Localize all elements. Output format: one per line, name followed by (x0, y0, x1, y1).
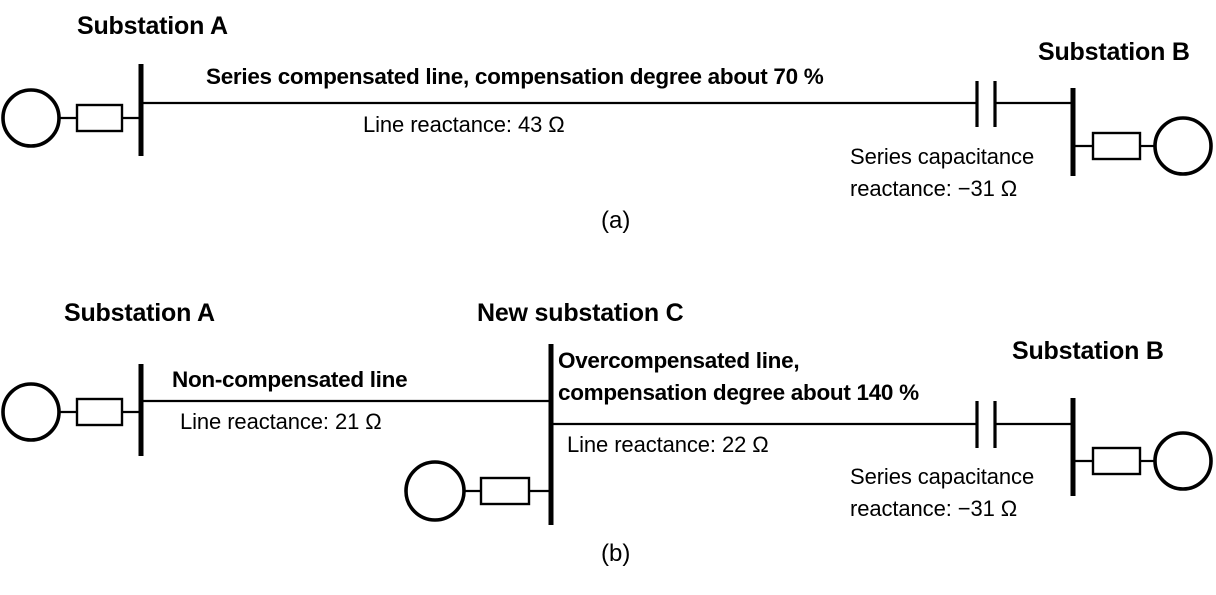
panel-b-left-line-title: Non-compensated line (172, 367, 408, 392)
panel-a-line-title: Series compensated line, compensation de… (206, 64, 824, 89)
panel-a-generator-left-icon (1, 88, 61, 148)
panel-a-substation-b-label: Substation B (1038, 38, 1190, 66)
panel-a-graphics (1, 64, 1213, 176)
panel-a-capacitance-note-line2: reactance: −31 Ω (850, 176, 1018, 201)
panel-b-transformer-middle-icon (479, 476, 531, 506)
panel-b-substation-a-label: Substation A (64, 299, 215, 327)
panel-b-transformer-right-icon (1091, 446, 1142, 476)
panel-b-caption: (b) (601, 540, 631, 567)
panel-b-transformer-left-icon (75, 397, 124, 427)
panel-b-capacitance-note-line1: Series capacitance (850, 464, 1035, 489)
panel-b-capacitance-note-line2: reactance: −31 Ω (850, 496, 1018, 521)
panel-a-line-reactance-label: Line reactance: 43 Ω (363, 112, 565, 137)
panel-b-generator-left-icon (1, 382, 61, 442)
panel-a-capacitance-note-line1: Series capacitance (850, 144, 1035, 169)
panel-b-new-substation-c-label: New substation C (477, 299, 684, 327)
panel-a-generator-right-icon (1153, 116, 1213, 176)
panel-a-substation-a-label: Substation A (77, 12, 228, 40)
panel-b-generator-right-icon (1153, 431, 1213, 491)
panel-b-right-line-title-line2: compensation degree about 140 % (558, 380, 919, 405)
panel-b-right-line-reactance-label: Line reactance: 22 Ω (567, 432, 769, 457)
panel-b-generator-middle-icon (404, 460, 466, 522)
panel-a-caption: (a) (601, 207, 631, 234)
panel-b-right-line-title-line1: Overcompensated line, (558, 348, 800, 373)
panel-b-graphics (1, 344, 1213, 525)
panel-b-substation-b-label: Substation B (1012, 337, 1164, 365)
panel-a-transformer-right-icon (1091, 131, 1142, 161)
panel-a-transformer-left-icon (75, 103, 124, 133)
panel-b-left-line-reactance-label: Line reactance: 21 Ω (180, 409, 382, 434)
